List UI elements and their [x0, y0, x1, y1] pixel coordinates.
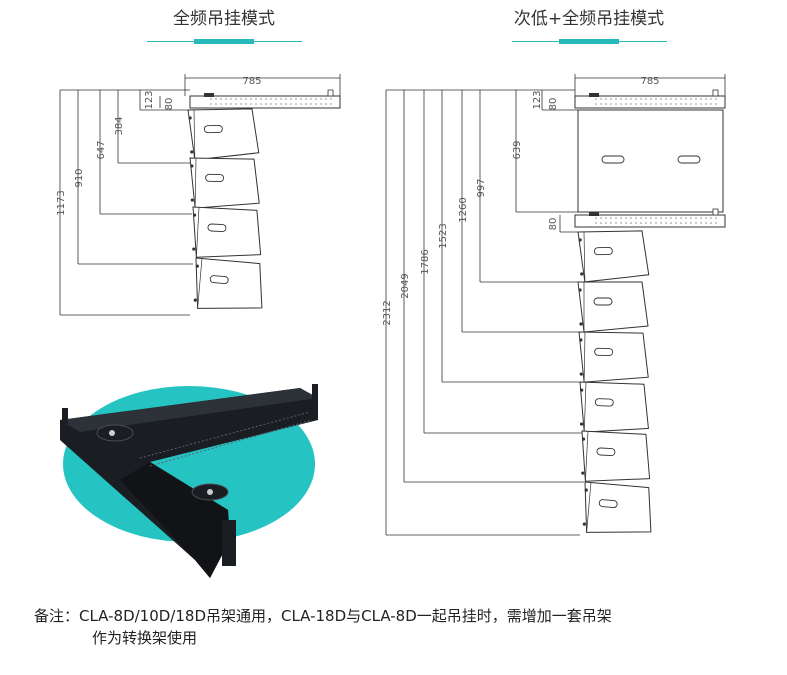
cabinet	[188, 157, 261, 210]
dim-80-adapter: 80	[548, 218, 559, 231]
footnote-line-2: 作为转换架使用	[92, 629, 198, 647]
dim-width: 785	[242, 76, 261, 87]
dim-910: 910	[74, 168, 85, 187]
heading-right-text: 次低+全频吊挂模式	[513, 9, 665, 29]
dim-1523: 1523	[438, 223, 449, 248]
dim-997: 997	[476, 178, 487, 197]
cabinet	[578, 430, 653, 486]
dim-1173: 1173	[56, 190, 67, 215]
footnote: 备注：CLA-8D/10D/18D吊架通用，CLA-18D与CLA-8D一起吊挂…	[34, 605, 612, 649]
cabinet	[187, 108, 260, 161]
heading-full-range-mode: 全频吊挂模式	[124, 4, 324, 44]
dim-2312: 2312	[382, 300, 393, 325]
dim-80-right: 80	[548, 98, 559, 111]
cabinet	[577, 381, 651, 435]
dim-639: 639	[512, 140, 523, 159]
top-bracket-right	[574, 89, 726, 109]
heading-left-underline	[146, 39, 302, 44]
dim-1786: 1786	[420, 249, 431, 274]
dim-1260: 1260	[458, 197, 469, 222]
dim-80: 80	[164, 98, 175, 111]
cabinet	[577, 281, 649, 333]
heading-left-text: 全频吊挂模式	[173, 9, 275, 29]
dim-123: 123	[144, 90, 155, 109]
subwoofer-cabinet	[577, 109, 724, 213]
left-drawing: 785 1173 910 647 384 123 80	[56, 74, 341, 316]
flying-frame-photo	[60, 384, 318, 578]
cabinet	[580, 481, 656, 539]
dim-2049: 2049	[400, 273, 411, 298]
right-drawing: 785 2312 2049 1786 1523 1260 997 639	[382, 74, 726, 539]
dim-123-right: 123	[532, 90, 543, 109]
dim-384: 384	[114, 116, 125, 135]
footnote-line-1: 备注：CLA-8D/10D/18D吊架通用，CLA-18D与CLA-8D一起吊挂…	[34, 607, 612, 625]
cabinet	[577, 230, 650, 283]
cabinet	[577, 331, 650, 384]
heading-right-underline	[511, 39, 667, 44]
cabinet	[191, 257, 267, 315]
cabinet	[189, 206, 264, 262]
top-bracket	[189, 89, 341, 109]
heading-sub-full-range-mode: 次低+全频吊挂模式	[489, 4, 689, 44]
dim-width-right: 785	[640, 76, 659, 87]
dim-647: 647	[96, 140, 107, 159]
